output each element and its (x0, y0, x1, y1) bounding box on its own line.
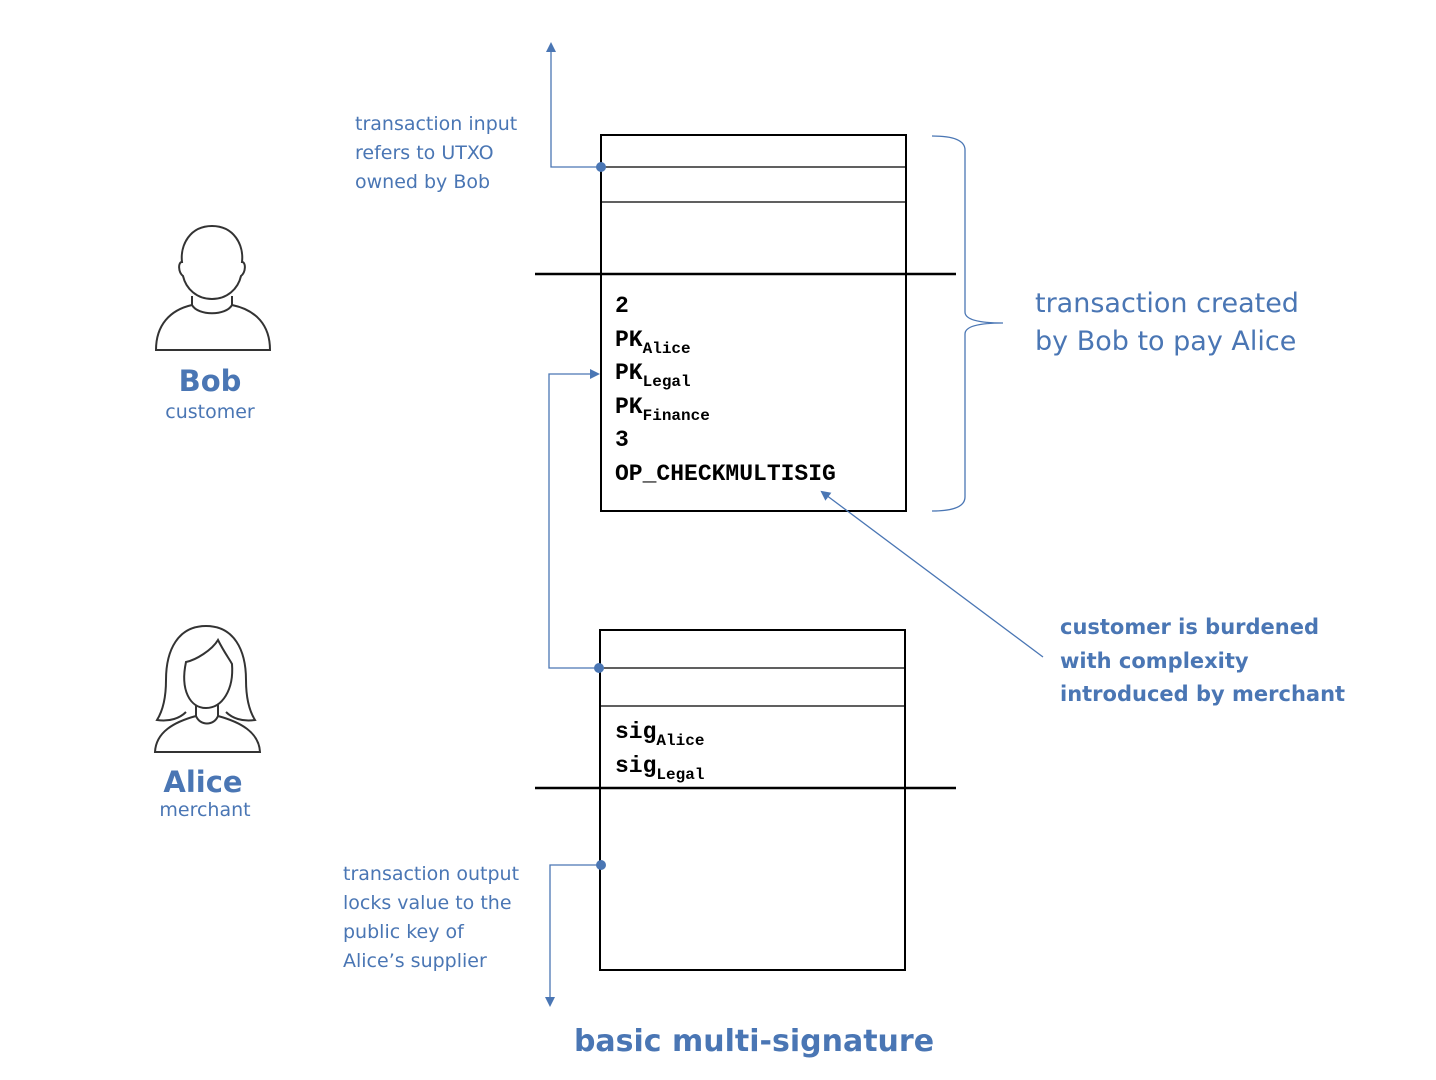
input-note: transaction input refers to UTXO owned b… (355, 110, 517, 197)
output-note-line: locks value to the (343, 892, 512, 914)
script-line: 2 (615, 290, 836, 324)
script-op: sig (615, 752, 657, 779)
burden-note-line: customer is burdened (1060, 615, 1320, 639)
male-person-icon (154, 224, 272, 351)
burden-note: customer is burdened with complexity int… (1060, 611, 1345, 712)
transaction-box-bob (535, 134, 956, 512)
script-subscript: Alice (642, 339, 691, 358)
unlocking-script: sigAlice sigLegal (615, 716, 704, 784)
script-line: sigLegal (615, 750, 704, 784)
transaction-brace (931, 135, 1004, 512)
burden-note-line: introduced by merchant (1060, 682, 1346, 706)
transaction-box-alice (535, 629, 956, 971)
script-op: PK (615, 360, 643, 386)
female-person-icon (153, 625, 262, 753)
output-note-line: public key of (343, 921, 464, 943)
input-note-line: owned by Bob (355, 171, 491, 193)
diagram-title: basic multi-signature (573, 1024, 935, 1059)
script-op: sig (615, 719, 657, 745)
script-line: sigAlice (615, 716, 704, 750)
burden-pointer-arrow (820, 490, 1044, 658)
bob-role: customer (165, 401, 255, 423)
output-note-line: transaction output (343, 863, 520, 885)
transaction-created-line: by Bob to pay Alice (1035, 326, 1297, 357)
input-reference-arrow (546, 42, 606, 172)
transaction-created-label: transaction created by Bob to pay Alice (1035, 285, 1299, 361)
alice-role: merchant (159, 799, 251, 821)
script-op: PK (615, 393, 643, 420)
script-subscript: Finance (642, 406, 710, 425)
script-op: OP_CHECKMULTISIG (615, 460, 836, 487)
bob-name: Bob (178, 364, 242, 398)
alice-name: Alice (163, 765, 243, 799)
script-line: PKLegal (615, 357, 836, 391)
script-line: OP_CHECKMULTISIG (615, 458, 836, 492)
spend-reference-arrow (548, 369, 604, 673)
output-note: transaction output locks value to the pu… (343, 860, 519, 976)
input-note-line: refers to UTXO (355, 142, 494, 164)
script-subscript: Alice (656, 732, 705, 750)
script-subscript: Legal (642, 373, 691, 391)
script-op: PK (615, 326, 643, 353)
script-op: 2 (615, 293, 629, 319)
output-lock-arrow (545, 860, 606, 1007)
script-op: 3 (615, 427, 629, 453)
script-line: PKAlice (615, 324, 836, 358)
output-note-line: Alice’s supplier (343, 950, 487, 972)
transaction-created-line: transaction created (1035, 288, 1299, 319)
locking-script: 2 PKAlice PKLegal PKFinance 3 OP_CHECKMU… (615, 290, 836, 491)
script-line: PKFinance (615, 391, 836, 425)
script-subscript: Legal (656, 765, 705, 784)
input-note-line: transaction input (355, 113, 518, 135)
burden-note-line: with complexity (1060, 648, 1249, 673)
script-line: 3 (615, 424, 836, 458)
